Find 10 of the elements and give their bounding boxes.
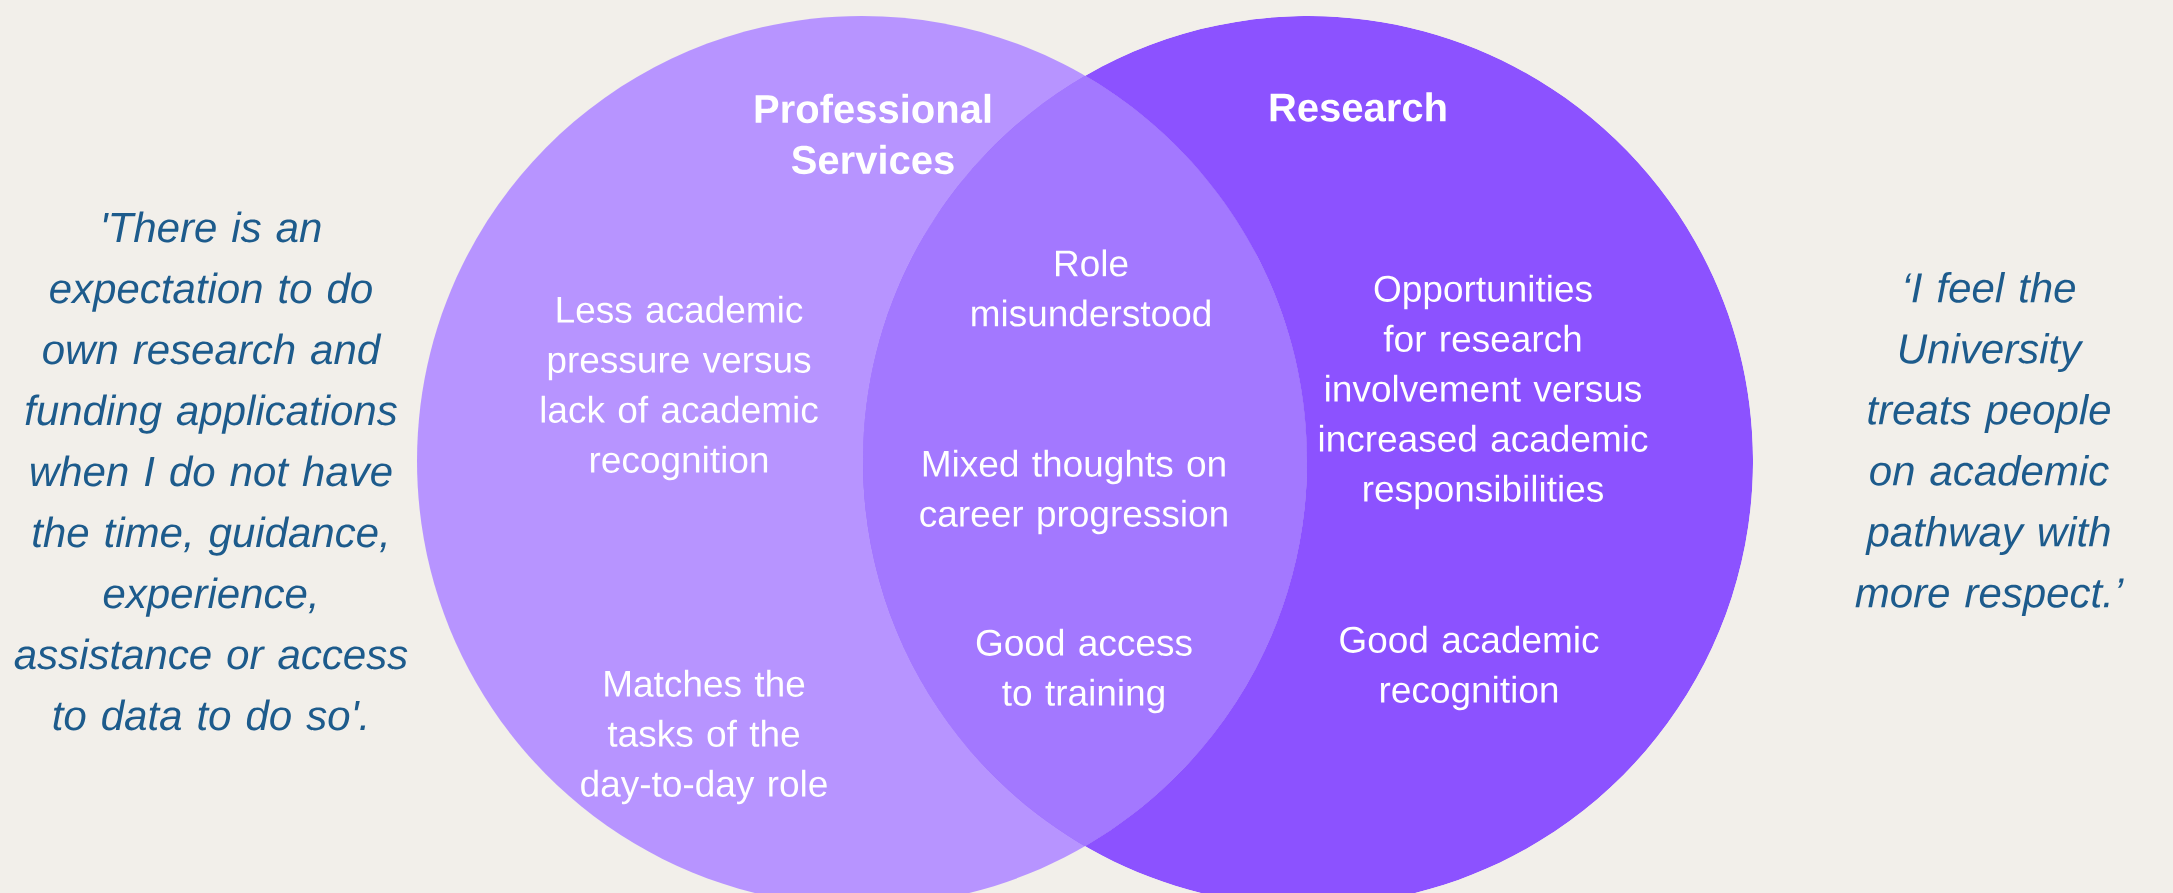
circle-heading: Professional Services (755, 93, 991, 175)
circle-text: Matches the tasks of the day-to-day role (581, 669, 827, 805)
circle-text: Good academic recognition (1340, 625, 1599, 711)
quote-text: ‘I feel the University treats people on academic pathway with more respect.’ (1855, 271, 2124, 617)
circle-text: Less academic pressure versus lack of academic recognition (541, 295, 818, 481)
overlap-text: Good access to training (976, 628, 1192, 714)
circle-text: Opportunities for research involvement versus increased academic responsibilities (1319, 274, 1648, 510)
overlap-text: Mixed thoughts on career progression (920, 449, 1227, 535)
circle-heading: Research (1270, 92, 1446, 122)
overlap-text: Role misunderstood (972, 249, 1210, 327)
